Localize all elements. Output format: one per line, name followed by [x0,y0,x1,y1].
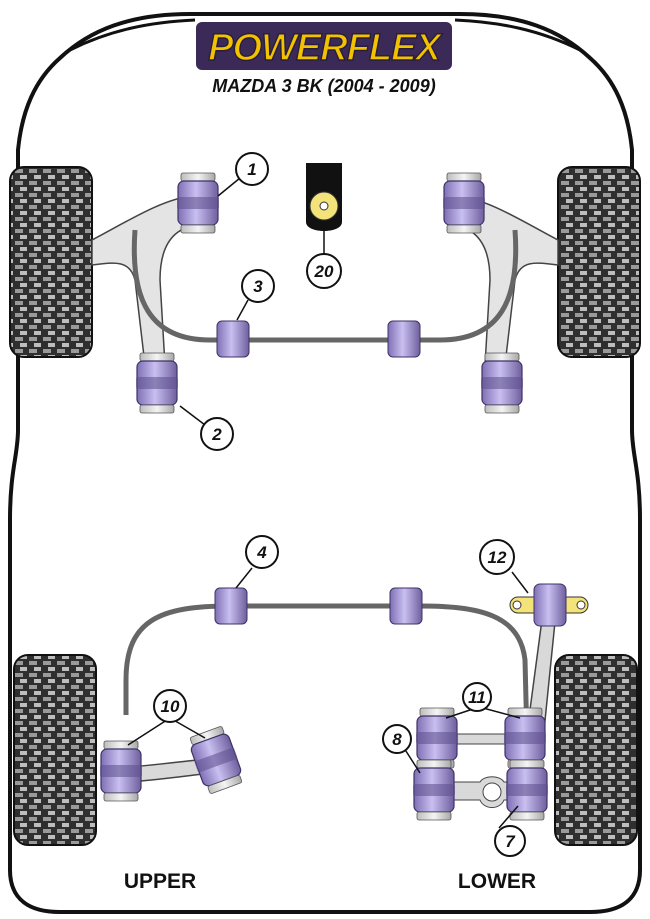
svg-text:20: 20 [314,262,334,281]
bonnet-line [69,18,581,52]
svg-text:3: 3 [253,277,263,296]
front-anti-roll-bar [131,229,519,343]
callout-4: 4 [245,535,279,569]
car-body-outline [8,12,642,914]
svg-text:8: 8 [392,730,402,749]
model-title: MAZDA 3 BK (2004 - 2009) [212,76,435,96]
bushing-1-left [176,172,220,234]
callout-10: 10 [153,689,187,723]
callout-12: 12 [479,539,515,575]
bushing-1-right [442,172,486,234]
rear-anti-roll-bar [123,603,531,781]
front-left-wishbone [91,194,199,366]
callout-11: 11 [462,682,492,712]
bushing-11-outer [503,707,547,769]
svg-text:4: 4 [256,543,267,562]
upper-label: UPPER [124,870,196,893]
svg-text:2: 2 [211,425,222,444]
callout-20: 20 [306,253,342,289]
front-right-tire [557,166,641,358]
callout-8: 8 [382,724,412,754]
callout-1: 1 [235,152,269,186]
bushing-4-left [214,587,248,625]
front-right-wishbone [451,194,559,366]
bushing-7 [505,759,549,821]
front-left-tire [9,166,93,358]
lower-label: LOWER [458,870,536,893]
callout-2: 2 [200,417,234,451]
bushing-12 [509,583,589,627]
svg-text:POWERFLEX: POWERFLEX [208,27,443,69]
bushing-10-outer [185,724,247,796]
bushing-11-inner [415,707,459,769]
svg-text:11: 11 [468,688,486,707]
bushing-2-left [135,352,179,414]
powerflex-logo: POWERFLEX [196,22,452,70]
svg-text:12: 12 [488,548,507,567]
svg-text:10: 10 [161,697,180,716]
rear-right-tire [554,654,638,846]
engine-mount-20 [306,163,342,231]
bushing-3-left [216,320,250,358]
callout-3: 3 [241,269,275,303]
bushing-10-inner [99,740,143,802]
bushing-4-right [389,587,423,625]
svg-text:1: 1 [247,160,256,179]
callout-7: 7 [494,825,526,857]
svg-text:7: 7 [505,832,516,851]
bushing-8 [412,759,456,821]
bushing-2-right [480,352,524,414]
rear-left-tire [13,654,97,846]
bushing-3-right [387,320,421,358]
